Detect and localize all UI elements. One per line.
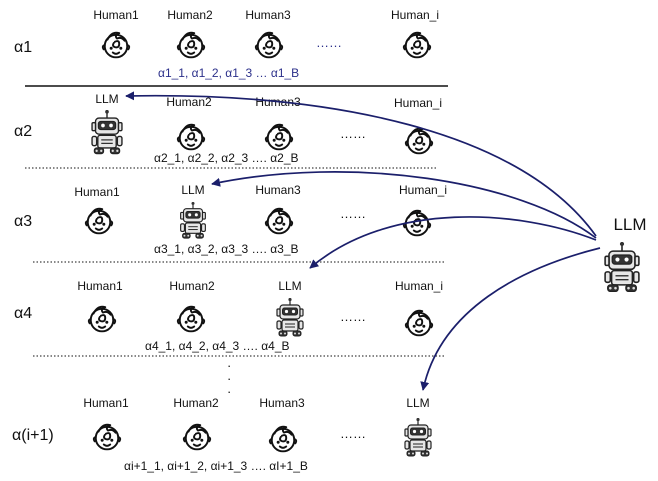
ellipsis: …… — [340, 206, 366, 221]
slot-label: Human_i — [399, 183, 447, 197]
row-alpha-i-plus-1: α(i+1) Human1 Human2 Human3 LLM …… αi+1_… — [12, 396, 432, 473]
vertical-ellipsis: · — [227, 358, 231, 373]
llm-source: LLM — [604, 215, 647, 293]
slot-label: LLM — [406, 396, 429, 410]
assign-arrow-row3 — [211, 171, 597, 239]
slot-label: LLM — [278, 279, 301, 293]
llm-source-robot-icon — [604, 242, 640, 293]
slot-label: Human2 — [169, 279, 215, 293]
ellipsis: …… — [340, 126, 366, 141]
human-face-icon — [84, 207, 114, 235]
llm-robot-icon — [180, 202, 206, 239]
ellipsis: …… — [340, 426, 366, 441]
llm-robot-icon — [276, 298, 304, 337]
slot-label: Human_i — [391, 8, 439, 22]
human-face-icon — [404, 127, 434, 155]
param-subscript: α4_1, α4_2, α4_3 …. α4_B — [145, 339, 290, 353]
row-alpha4: α4 Human1 Human2 LLM Human_i …… α4_1, α4… — [14, 279, 443, 353]
llm-robot-icon — [404, 418, 432, 457]
llm-robot-icon — [91, 110, 123, 155]
assign-arrow-row5 — [420, 247, 601, 391]
ellipsis: …… — [316, 35, 342, 50]
row-alpha3: α3 Human1 LLM Human3 Human_i …… α3_1, α3… — [14, 183, 447, 256]
slot-label: Human_i — [395, 279, 443, 293]
slot-label: Human2 — [166, 95, 212, 109]
row-label: α4 — [14, 305, 32, 322]
human-face-icon — [87, 305, 117, 333]
assign-arrow-row2 — [125, 91, 597, 237]
assign-arrow-row4 — [309, 216, 597, 269]
slot-label: Human_i — [394, 96, 442, 110]
slot-label: Human1 — [74, 185, 120, 199]
row-label: α2 — [14, 123, 32, 140]
human-face-icon — [264, 207, 294, 235]
slot-label: Human1 — [83, 396, 129, 410]
row-label: α3 — [14, 213, 32, 230]
slot-label: Human2 — [167, 8, 213, 22]
slot-label: Human2 — [173, 396, 219, 410]
slot-label: Human3 — [255, 183, 301, 197]
slot-label: Human3 — [259, 396, 305, 410]
human-face-icon — [264, 123, 294, 151]
row-label: α(i+1) — [12, 427, 54, 444]
human-face-icon — [254, 31, 284, 59]
param-subscript: α3_1, α3_2, α3_3 …. α3_B — [154, 242, 299, 256]
human-face-icon — [176, 305, 206, 333]
human-face-icon — [176, 123, 206, 151]
human-face-icon — [182, 423, 212, 451]
row-label: α1 — [14, 39, 32, 56]
human-face-icon — [176, 31, 206, 59]
human-face-icon — [404, 309, 434, 337]
llm-source-label: LLM — [613, 215, 646, 234]
slot-label: Human1 — [77, 279, 123, 293]
vertical-ellipsis: · — [227, 384, 231, 399]
vertical-ellipsis: · — [227, 371, 231, 386]
ellipsis: …… — [340, 309, 366, 324]
row-alpha2: α2 LLM Human2 Human3 Human_i …… α2_1, α2… — [14, 92, 442, 165]
param-subscript: αi+1_1, αi+1_2, αi+1_3 …. αI+1_B — [124, 459, 308, 473]
human-face-icon — [402, 31, 432, 59]
row-alpha1: α1 Human1 Human2 Human3 Human_i …… α1_1,… — [14, 8, 439, 80]
slot-label: Human1 — [93, 8, 139, 22]
human-face-icon — [92, 423, 122, 451]
slot-label: LLM — [95, 92, 118, 106]
param-subscript: α1_1, α1_2, α1_3 … α1_B — [158, 66, 299, 80]
param-subscript: α2_1, α2_2, α2_3 …. α2_B — [154, 151, 299, 165]
human-face-icon — [268, 425, 298, 453]
human-face-icon — [101, 31, 131, 59]
slot-label: Human3 — [245, 8, 291, 22]
slot-label: LLM — [181, 183, 204, 197]
